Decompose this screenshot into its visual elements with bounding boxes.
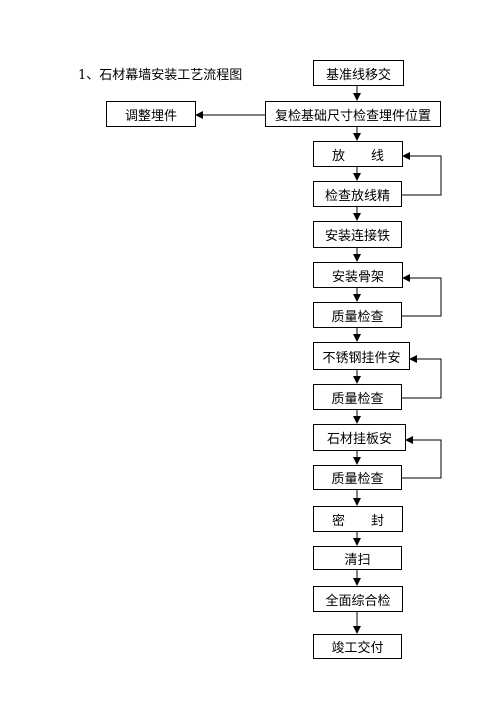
node-n15: 竣工交付 (313, 634, 402, 659)
node-n12: 密 封 (313, 506, 403, 532)
node-n11: 质量检查 (313, 465, 402, 490)
node-n3: 放 线 (313, 141, 403, 167)
node-n4: 检查放线精 (313, 181, 402, 207)
loop-n11-n10 (402, 436, 442, 479)
node-n6: 安装骨架 (313, 262, 403, 288)
node-n14: 全面综合检 (313, 586, 403, 612)
diagram-title: 1、石材幕墙安装工艺流程图 (78, 68, 243, 83)
node-side: 调整埋件 (106, 101, 196, 127)
node-n2: 复检基础尺寸检查埋件位置 (265, 101, 441, 127)
loop-n9-n8 (402, 355, 442, 399)
node-n7: 质量检查 (313, 302, 402, 328)
node-n9: 质量检查 (313, 384, 402, 410)
node-n1: 基准线移交 (313, 60, 404, 86)
loop-n7-n6 (402, 274, 442, 317)
node-n8: 不锈钢挂件安 (313, 342, 410, 370)
loop-n4-n3 (402, 152, 442, 196)
node-n13: 清扫 (313, 546, 402, 570)
node-n10: 石材挂板安 (313, 424, 406, 451)
node-n5: 安装连接铁 (313, 221, 402, 248)
